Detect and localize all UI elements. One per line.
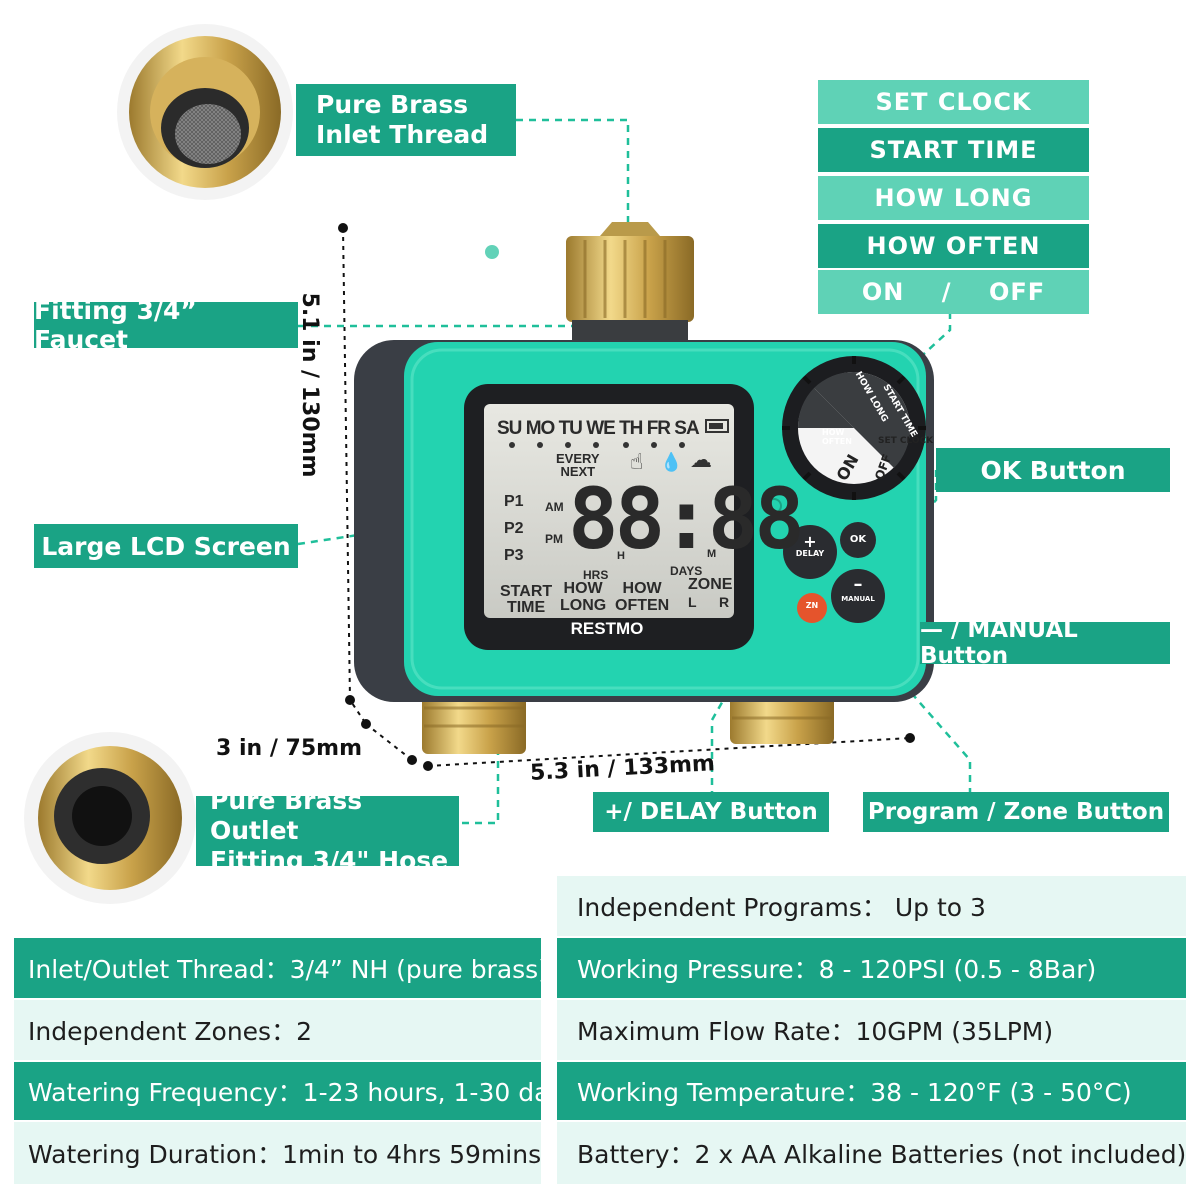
day-th: TH: [619, 418, 643, 439]
day-sa: SA: [674, 418, 699, 439]
faucet-fitting-label: Fitting 3/4” Faucet: [34, 296, 298, 354]
spec-programs: Independent Programs： Up to 3: [557, 876, 1186, 936]
lcd-screen-label: Large LCD Screen: [34, 524, 298, 568]
delay-text: DELAY: [795, 549, 825, 558]
day-su: SU: [497, 418, 522, 439]
lcd-often: OFTEN: [615, 597, 670, 614]
decor-dot: [485, 245, 499, 259]
hand-icon: ☝: [630, 450, 644, 475]
minus-manual-button[interactable]: – MANUAL: [834, 574, 882, 606]
spec-zones: Independent Zones：2: [14, 1000, 541, 1060]
inlet-thread-label: Pure Brass Inlet Thread: [296, 84, 516, 156]
manual-text: MANUAL: [841, 595, 875, 603]
spec-flow-rate: Maximum Flow Rate：10GPM (35LPM): [557, 1000, 1186, 1060]
spec-duration: Watering Duration：1min to 4hrs 59mins: [14, 1122, 541, 1184]
lcd-hrs: HRS: [583, 568, 609, 582]
lcd-m: M: [707, 548, 717, 560]
menu-on-off: ON / OFF: [818, 270, 1089, 314]
dial-set-clock: SET CLOCK: [878, 436, 934, 446]
dimension-lines: [338, 223, 915, 771]
menu-how-long: HOW LONG: [818, 176, 1089, 220]
lcd-p3: P3: [504, 547, 524, 564]
menu-how-often: HOW OFTEN: [818, 224, 1089, 268]
outlet-photo: [24, 732, 196, 904]
lcd-start: START: [500, 583, 553, 600]
height-dimension: 5.1 in / 130mm: [297, 292, 322, 478]
zn-device-button[interactable]: ZN: [805, 601, 819, 610]
outlet-line2: Fitting 3/4" Hose: [210, 846, 449, 875]
lcd-how2: HOW: [622, 580, 662, 597]
menu-start-time: START TIME: [818, 128, 1089, 172]
rain-sensor-icon: 💧: [660, 452, 683, 473]
lcd-p1: P1: [504, 493, 524, 510]
lcd-how1: HOW: [563, 580, 603, 597]
spec-frequency: Watering Frequency：1-23 hours, 1-30 days: [14, 1062, 577, 1120]
lcd-days-label: DAYS: [670, 564, 703, 578]
lcd-am: AM: [545, 500, 564, 514]
lcd-how-often: HOW OFTEN: [615, 580, 669, 614]
day-mo: MO: [525, 418, 556, 439]
ok-device-button[interactable]: OK: [849, 534, 867, 545]
lcd-programs: P1 P2 P3: [504, 488, 524, 569]
lcd-start-time: START TIME: [500, 584, 552, 616]
inlet-photo: [117, 24, 293, 200]
plus-delay-button[interactable]: + DELAY: [786, 532, 834, 560]
ok-button-label: OK Button: [936, 448, 1170, 492]
lcd-pm: PM: [545, 532, 563, 546]
spec-battery: Battery：2 x AA Alkaline Batteries (not i…: [557, 1122, 1186, 1184]
spec-temperature: Working Temperature：38 - 120°F (3 - 50°C…: [557, 1062, 1186, 1120]
lcd-how-long: HOW LONG: [560, 580, 606, 614]
lcd-zone-l: L: [688, 594, 697, 610]
outlet-line1: Pure Brass Outlet: [210, 786, 363, 845]
inlet-line2: Inlet Thread: [316, 120, 489, 149]
lcd-time: TIME: [506, 599, 546, 616]
plus-sign: +: [803, 532, 817, 551]
spec-thread: Inlet/Outlet Thread：3/4” NH (pure brass): [14, 938, 548, 998]
day-we: WE: [586, 418, 616, 439]
menu-set-clock: SET CLOCK: [818, 80, 1089, 124]
lcd-p2: P2: [504, 520, 524, 537]
lcd-h: H: [617, 550, 625, 562]
lcd-next: NEXT: [560, 464, 596, 479]
lcd-every: EVERY: [556, 451, 600, 466]
spec-pressure: Working Pressure：8 - 120PSI (0.5 - 8Bar): [557, 938, 1186, 998]
lcd-digits: 88:88: [568, 470, 805, 568]
inlet-line1: Pure Brass: [316, 90, 469, 119]
manual-button-label: — / MANUAL Button: [920, 617, 1170, 669]
minus-sign: –: [853, 574, 863, 595]
dial-how-often: HOW OFTEN: [822, 428, 852, 446]
timer-device: [354, 222, 934, 754]
lcd-long: LONG: [560, 597, 607, 614]
delay-button-label: +/ DELAY Button: [593, 792, 829, 832]
lcd-zone: ZONE: [688, 576, 733, 593]
depth-dimension: 3 in / 75mm: [216, 736, 362, 761]
lcd-every-next: EVERY NEXT: [556, 452, 600, 478]
outlet-fitting-label: Pure Brass Outlet Fitting 3/4" Hose: [196, 786, 459, 875]
cloud-rain-icon: ☁: [690, 448, 712, 473]
lcd-days: SU MO TU WE TH FR SA: [497, 418, 700, 440]
zone-button-label: Program / Zone Button: [863, 792, 1169, 832]
lcd-zone-r: R: [719, 594, 730, 610]
day-tu: TU: [558, 418, 583, 439]
day-fr: FR: [646, 418, 671, 439]
brand-logo: RESTMO: [570, 619, 644, 638]
